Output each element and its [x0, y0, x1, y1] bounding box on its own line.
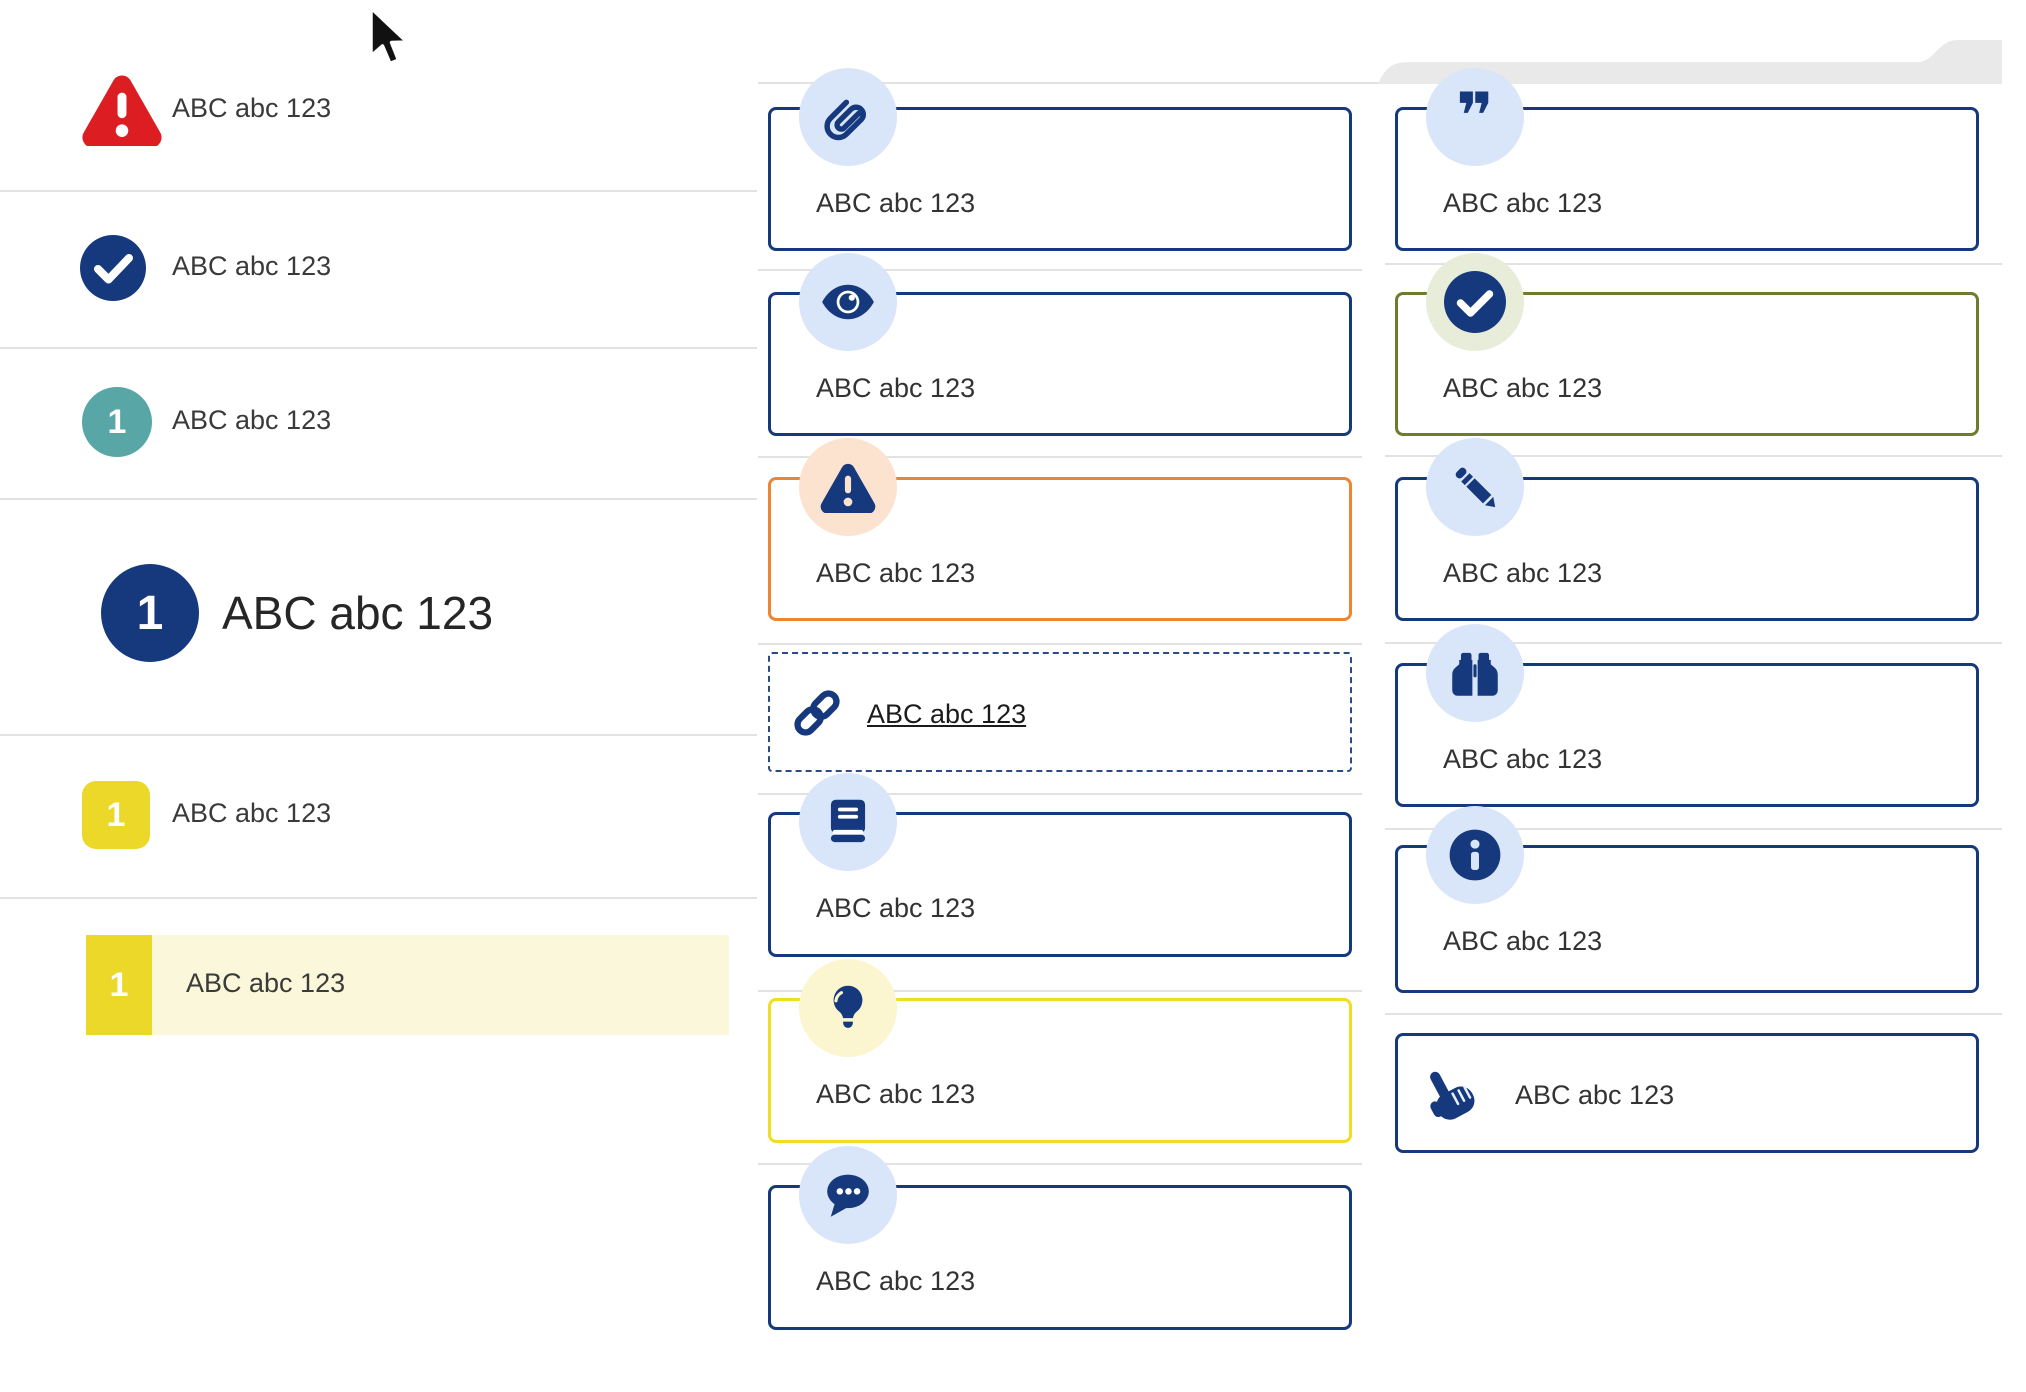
divider	[758, 456, 1362, 458]
divider	[1385, 263, 2002, 265]
yellow-number-badge: 1	[82, 781, 150, 849]
paperclip-icon	[799, 68, 897, 166]
teal-number-badge: 1	[82, 387, 152, 457]
navy-number-badge: 1	[101, 564, 199, 662]
callout-label: ABC abc 123	[1443, 744, 1603, 774]
divider	[0, 498, 757, 500]
callout-link-text[interactable]: ABC abc 123	[867, 699, 1027, 729]
list-item-label: ABC abc 123	[172, 405, 332, 435]
callout-label: ABC abc 123	[816, 893, 976, 923]
badge-number: 1	[106, 795, 126, 834]
callout-label: ABC abc 123	[816, 1266, 976, 1296]
callout-label: ABC abc 123	[1443, 926, 1603, 956]
callout-action[interactable]: ABC abc 123	[1395, 1033, 1979, 1153]
list-item-label: ABC abc 123	[186, 968, 346, 998]
callout-search[interactable]: ABC abc 123	[1395, 624, 1979, 807]
callout-attachment[interactable]: ABC abc 123	[768, 68, 1352, 251]
comments-icon	[799, 1146, 897, 1244]
check-circle-icon	[80, 235, 146, 301]
divider	[758, 643, 1362, 645]
badge-number: 1	[136, 586, 164, 640]
book-icon	[799, 773, 897, 871]
callout-label: ABC abc 123	[816, 188, 976, 218]
divider	[0, 897, 757, 899]
divider	[758, 269, 1362, 271]
callout-link[interactable]: ABC abc 123	[768, 652, 1352, 772]
warning-icon	[799, 438, 897, 536]
callout-label: ABC abc 123	[1515, 1080, 1675, 1110]
divider	[1385, 828, 2002, 830]
quote-glyph: ❞	[1456, 80, 1494, 154]
callout-view[interactable]: ABC abc 123	[768, 253, 1352, 436]
badge-number: 1	[109, 965, 129, 1004]
yellow-number-badge: 1	[86, 935, 152, 1035]
quote-icon: ❞	[1426, 68, 1524, 166]
divider	[0, 190, 757, 192]
list-item-label: ABC abc 123	[172, 93, 332, 123]
divider	[1385, 642, 2002, 644]
binoculars-icon	[1426, 624, 1524, 722]
callout-label: ABC abc 123	[1443, 373, 1603, 403]
callout-label: ABC abc 123	[816, 1079, 976, 1109]
callout-label: ABC abc 123	[816, 558, 976, 588]
hand-pointer-icon	[1430, 1071, 1475, 1120]
callout-label: ABC abc 123	[816, 373, 976, 403]
callout-success[interactable]: ABC abc 123	[1395, 253, 1979, 436]
divider	[0, 734, 757, 736]
callout-quote[interactable]: ❞ ABC abc 123	[1395, 68, 1979, 251]
link-icon	[794, 690, 840, 736]
section-heading: ABC abc 123	[222, 587, 494, 639]
warning-triangle-icon	[82, 75, 162, 146]
gray-tab-band	[1378, 40, 2002, 84]
badge-number: 1	[107, 402, 127, 441]
list-item-label: ABC abc 123	[172, 251, 332, 281]
list-item-label: ABC abc 123	[172, 798, 332, 828]
callout-label: ABC abc 123	[1443, 188, 1603, 218]
check-icon	[1426, 253, 1524, 351]
divider	[758, 990, 1362, 992]
callout-edit[interactable]: ABC abc 123	[1395, 438, 1979, 621]
divider	[758, 793, 1362, 795]
list-item-highlighted[interactable]: 1 ABC abc 123	[86, 935, 729, 1035]
callout-tip[interactable]: ABC abc 123	[768, 959, 1352, 1143]
pencil-icon	[1426, 438, 1524, 536]
divider	[1385, 1013, 2002, 1015]
divider	[1385, 455, 2002, 457]
divider	[758, 1163, 1362, 1165]
eye-icon	[799, 253, 897, 351]
lightbulb-icon	[799, 959, 897, 1057]
mouse-cursor-icon	[369, 6, 409, 66]
callout-comments[interactable]: ABC abc 123	[768, 1146, 1352, 1330]
callout-warning[interactable]: ABC abc 123	[768, 438, 1352, 621]
divider	[0, 347, 757, 349]
callout-label: ABC abc 123	[1443, 558, 1603, 588]
callout-info[interactable]: ABC abc 123	[1395, 806, 1979, 993]
callout-book[interactable]: ABC abc 123	[768, 773, 1352, 957]
info-icon	[1426, 806, 1524, 904]
